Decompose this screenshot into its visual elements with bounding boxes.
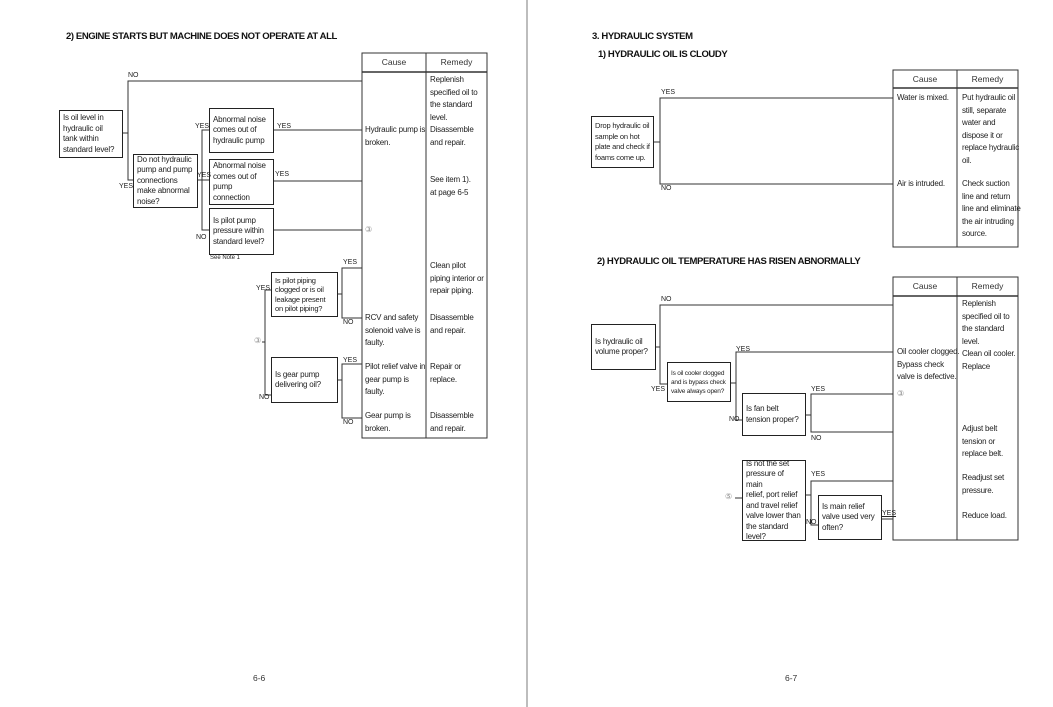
no-label: NO xyxy=(661,296,672,303)
no-label: NO xyxy=(343,319,354,326)
circle-reference: ⑤ xyxy=(725,492,733,501)
no-label: NO xyxy=(128,72,139,79)
question-box: Do not hydraulic pump and pump connectio… xyxy=(133,154,198,208)
page-number: 6-7 xyxy=(785,673,798,683)
remedy-text: Clean oil cooler. Replace xyxy=(962,349,1016,371)
cause-text: RCV and safety solenoid valve is faulty. xyxy=(365,313,421,347)
no-label: NO xyxy=(343,419,354,426)
remedy-text: Replenish specified oil to the standard … xyxy=(430,75,478,122)
cause-text: ③ xyxy=(897,389,904,398)
yes-label: YES xyxy=(197,172,212,179)
no-label: NO xyxy=(806,519,817,526)
section-title: 2) ENGINE STARTS BUT MACHINE DOES NOT OP… xyxy=(66,31,337,42)
subsection-title: 1) HYDRAULIC OIL IS CLOUDY xyxy=(598,49,728,60)
no-label: NO xyxy=(811,435,822,442)
question-box: Is gear pump delivering oil? xyxy=(271,357,338,403)
remedy-header: Remedy xyxy=(971,74,1004,84)
yes-label: YES xyxy=(277,123,292,130)
remedy-text: Readjust set pressure. xyxy=(962,473,1005,495)
question-box: Is oil cooler clogged and is bypass chec… xyxy=(667,362,731,402)
subsection-title: 2) HYDRAULIC OIL TEMPERATURE HAS RISEN A… xyxy=(597,256,861,267)
yes-label: YES xyxy=(811,386,826,393)
yes-label: YES xyxy=(343,357,358,364)
remedy-text: Adjust belt tension or replace belt. xyxy=(962,424,1003,458)
question-box: Drop hydraulic oil sample on hot plate a… xyxy=(591,116,654,168)
question-box: Is fan belt tension proper? xyxy=(742,393,806,436)
remedy-text: See item 1). at page 6-5 xyxy=(430,175,471,197)
remedy-text: Clean pilot piping interior or repair pi… xyxy=(430,261,484,295)
circle-reference: ③ xyxy=(254,336,262,345)
yes-label: YES xyxy=(275,171,290,178)
cause-header: Cause xyxy=(381,57,407,67)
yes-label: YES xyxy=(811,471,826,478)
question-box: Is hydraulic oil volume proper? xyxy=(591,324,656,370)
no-label: NO xyxy=(729,416,740,423)
remedy-text: Put hydraulic oil still, separate water … xyxy=(962,93,1020,165)
yes-label: YES xyxy=(661,89,676,96)
yes-label: YES xyxy=(343,259,358,266)
yes-label: YES xyxy=(256,285,271,292)
remedy-text: Disassemble and repair. xyxy=(430,411,474,433)
cause-text: Oil cooler clogged. Bypass check valve i… xyxy=(897,347,960,381)
remedy-text: Disassemble and repair. xyxy=(430,125,474,147)
page-separator xyxy=(526,0,528,707)
page-number: 6-6 xyxy=(253,673,266,683)
remedy-text: Disassemble and repair. xyxy=(430,313,474,335)
no-label: NO xyxy=(196,234,207,241)
remedy-text: Check suction line and return line and e… xyxy=(962,179,1021,238)
section-heading: 3. HYDRAULIC SYSTEM xyxy=(592,31,693,42)
question-box: Abnormal noise comes out of hydraulic pu… xyxy=(209,108,274,153)
cause-text: Hydraulic pump is broken. xyxy=(365,125,426,147)
remedy-header: Remedy xyxy=(971,281,1004,291)
question-box: Is main relief valve used very often? xyxy=(818,495,882,540)
yes-label: YES xyxy=(882,510,897,517)
cause-text: ③ xyxy=(365,225,372,234)
yes-label: YES xyxy=(119,183,134,190)
cause-header: Cause xyxy=(912,74,938,84)
remedy-text: Reduce load. xyxy=(962,511,1007,520)
yes-label: YES xyxy=(651,386,666,393)
yes-label: YES xyxy=(195,123,210,130)
note-text: See Note 1 xyxy=(210,255,241,261)
question-box: Is not the set pressure of main relief, … xyxy=(742,459,806,541)
remedy-text: Replenish specified oil to the standard … xyxy=(962,299,1010,346)
question-box: Abnormal noise comes out of pump connect… xyxy=(209,159,274,205)
yes-label: YES xyxy=(736,346,751,353)
question-box: Is pilot pump pressure within standard l… xyxy=(209,208,274,255)
no-label: NO xyxy=(259,394,270,401)
question-box: Is pilot piping clogged or is oil leakag… xyxy=(271,272,338,317)
remedy-text: Repair or replace. xyxy=(430,362,462,384)
cause-text: Water is mixed. xyxy=(897,93,949,102)
remedy-header: Remedy xyxy=(440,57,473,67)
cause-text: Air is intruded. xyxy=(897,179,945,188)
cause-text: Gear pump is broken. xyxy=(365,411,411,433)
cause-header: Cause xyxy=(912,281,938,291)
cause-text: Pilot relief valve in gear pump is fault… xyxy=(365,362,426,396)
question-box: Is oil level in hydraulic oil tank withi… xyxy=(59,110,123,158)
no-label: NO xyxy=(661,185,672,192)
